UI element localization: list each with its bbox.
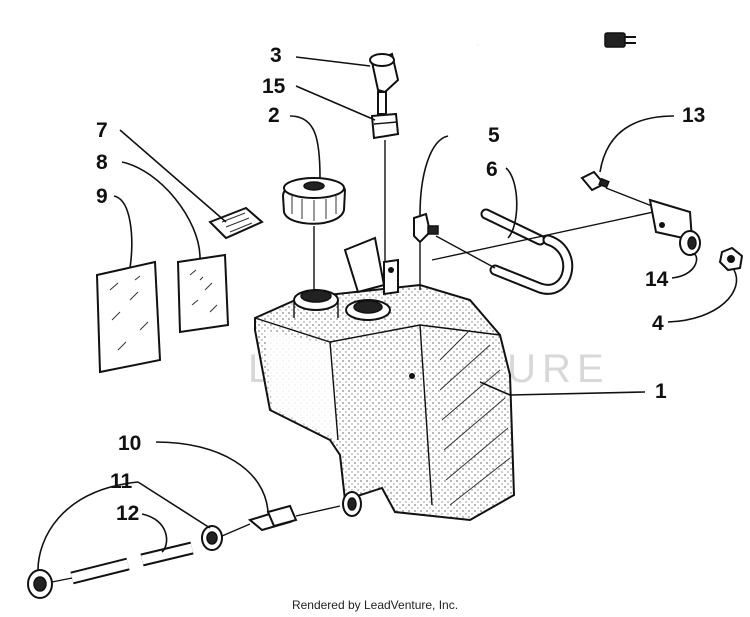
callout-6: 6	[486, 158, 498, 181]
callout-7: 7	[96, 119, 108, 142]
fuel-line	[51, 523, 251, 585]
callout-3: 3	[270, 44, 282, 67]
filler-cap	[281, 177, 347, 292]
callout-5: 5	[488, 124, 500, 147]
render-credit: Rendered by LeadVenture, Inc.	[291, 598, 459, 612]
callout-numbers: 1 2 3 4 5 6 7 8 9 10 11 12 13 14 15	[96, 44, 705, 525]
warning-decal	[208, 206, 264, 240]
callout-9: 9	[96, 185, 108, 208]
elbow-fitting	[413, 212, 439, 290]
callout-12: 12	[116, 502, 139, 525]
callout-15: 15	[262, 75, 286, 98]
panel-9	[95, 260, 162, 374]
oil-level-sender	[369, 16, 636, 115]
lock-nut	[718, 246, 744, 272]
callout-10: 10	[118, 432, 141, 455]
callout-2: 2	[268, 104, 280, 127]
panel-8	[176, 253, 230, 334]
callout-1: 1	[655, 380, 667, 403]
callout-14: 14	[645, 268, 669, 291]
oil-hose	[431, 207, 673, 295]
callout-13: 13	[682, 104, 705, 127]
hose-clamp	[27, 525, 223, 599]
oil-tank	[254, 236, 516, 522]
callout-4: 4	[652, 312, 664, 335]
sender-grommet	[370, 112, 400, 262]
mounting-bolt	[580, 170, 653, 207]
washer	[679, 230, 701, 256]
callout-8: 8	[96, 151, 108, 174]
callout-11: 11	[110, 470, 133, 493]
hose-fitting	[247, 504, 341, 532]
leader-lines	[37, 56, 738, 571]
